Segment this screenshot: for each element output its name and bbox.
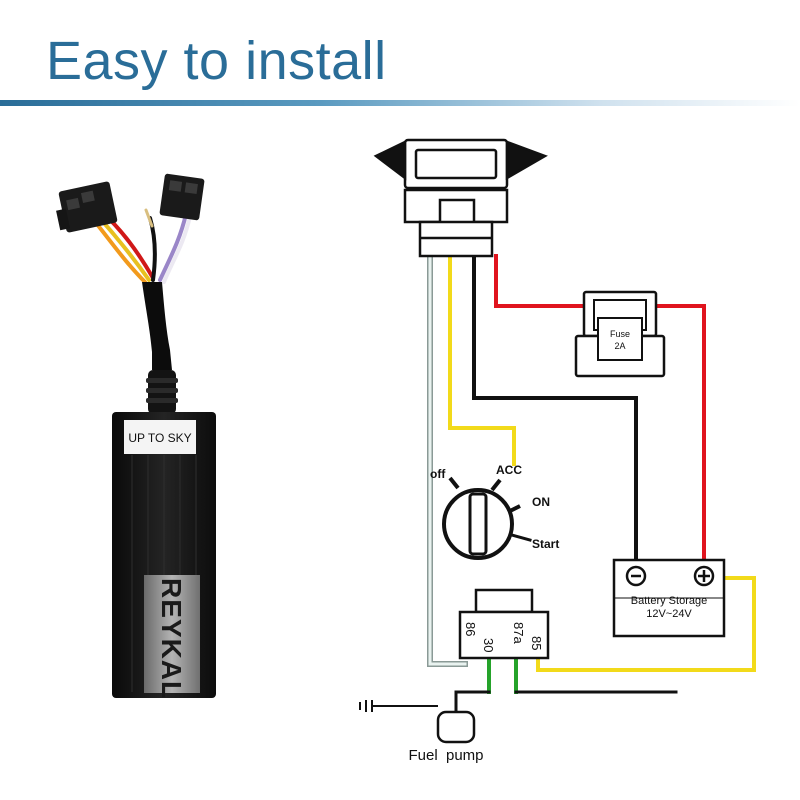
battery-voltage: 12V~24V (646, 608, 692, 620)
device-label: UP TO SKY (128, 431, 191, 445)
red-wire-to-battery (654, 304, 706, 564)
relay-pin-30: 30 (481, 638, 496, 652)
yellow-acc-wire (448, 254, 516, 466)
ignition-on-label: ON (532, 495, 550, 509)
black-wire (472, 254, 638, 564)
cable-sheath (142, 282, 172, 370)
fuel-pump-label: Fuel pump (408, 747, 483, 764)
brand-plate (144, 575, 200, 693)
strain-relief (146, 370, 178, 414)
battery: Battery Storage 12V~24V (612, 558, 726, 638)
right-connector (159, 173, 205, 221)
ground-symbol (359, 700, 438, 712)
red-wire-to-fuse (494, 254, 586, 308)
relay-pin-85: 85 (529, 636, 544, 650)
fuse: Fuse 2A (574, 290, 666, 378)
ignition-start-label: Start (532, 537, 559, 551)
white-wire (427, 253, 468, 667)
fuse-label: Fuse (610, 329, 630, 339)
title-underline (0, 100, 800, 106)
ignition-off-label: off (430, 467, 446, 481)
brand-name: REYKAL (156, 578, 187, 699)
black-wire-pump (454, 690, 491, 714)
fuel-pump (436, 700, 476, 744)
wiring-connector (373, 138, 548, 258)
left-connector (56, 181, 118, 233)
page-title: Easy to install (46, 31, 387, 91)
yellow-battery-relay-wire (536, 576, 756, 672)
wiring (427, 253, 756, 714)
battery-title: Battery Storage (631, 595, 707, 607)
device-label-sticker (124, 420, 196, 454)
relay: 86 30 87a 85 (458, 588, 550, 660)
relay-pin-87a: 87a (511, 622, 526, 644)
ignition-switch: off ACC ON Start (430, 463, 559, 560)
fuse-rating: 2A (614, 341, 625, 351)
gps-tracker-device: UP TO SKY REYKAL (56, 173, 216, 699)
relay-pin-86: 86 (463, 622, 478, 636)
ignition-acc-label: ACC (496, 463, 522, 477)
